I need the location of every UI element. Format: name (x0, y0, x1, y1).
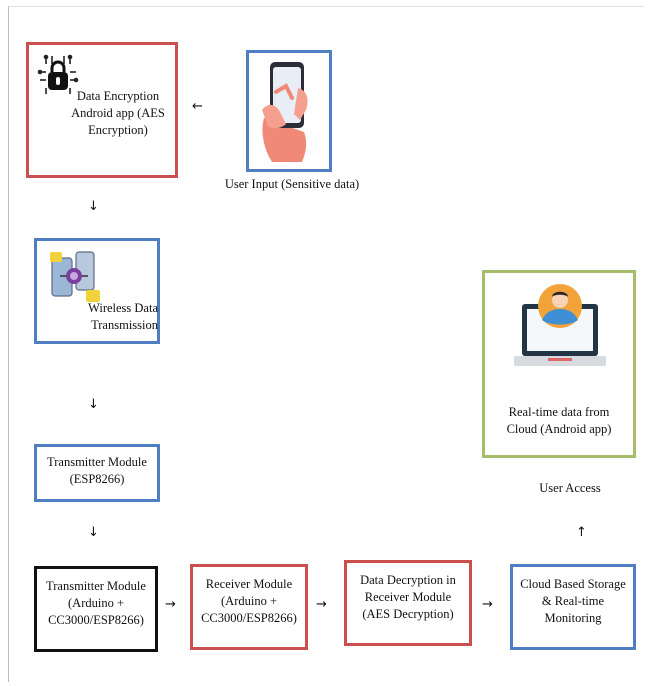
receiver-box (190, 564, 308, 650)
arrow-down-1: ↓ (88, 199, 99, 214)
hand-phone-icon (262, 62, 308, 162)
arrow-right-3: → (482, 597, 493, 612)
arrow-left: ← (192, 99, 203, 114)
encryption-label: Data Encryption Android app (AES Encrypt… (71, 89, 165, 137)
laptop-user-icon (514, 284, 606, 366)
arrow-up: ↑ (576, 525, 587, 540)
diagram-frame (8, 6, 644, 682)
phones-transfer-icon (50, 251, 100, 302)
transmitter-arduino-box (34, 566, 158, 652)
transmitter-esp-label: Transmitter Module (ESP8266) (47, 455, 147, 486)
transmitter-arduino-label: Transmitter Module (Arduino + CC3000/ESP… (46, 579, 146, 627)
transmitter-esp-box (34, 444, 160, 502)
user-access-label: User Access (539, 481, 601, 495)
cloud-label: Cloud Based Storage & Real-time Monitori… (520, 577, 626, 625)
decryption-box (344, 560, 472, 646)
receiver-label: Receiver Module (Arduino + CC3000/ESP826… (201, 577, 297, 625)
wireless-label: Wireless Data Transmission (88, 301, 158, 332)
arrow-right-2: → (316, 597, 327, 612)
arrow-right-1: → (165, 597, 176, 612)
arrow-down-3: ↓ (88, 525, 99, 540)
cloud-box (510, 564, 636, 650)
user-input-label: User Input (Sensitive data) (224, 177, 360, 191)
decryption-label: Data Decryption in Receiver Module (AES … (360, 573, 456, 621)
lock-chip-icon (37, 54, 79, 94)
realtime-label: Real-time data from Cloud (Android app) (506, 405, 612, 436)
arrow-down-2: ↓ (88, 397, 99, 412)
